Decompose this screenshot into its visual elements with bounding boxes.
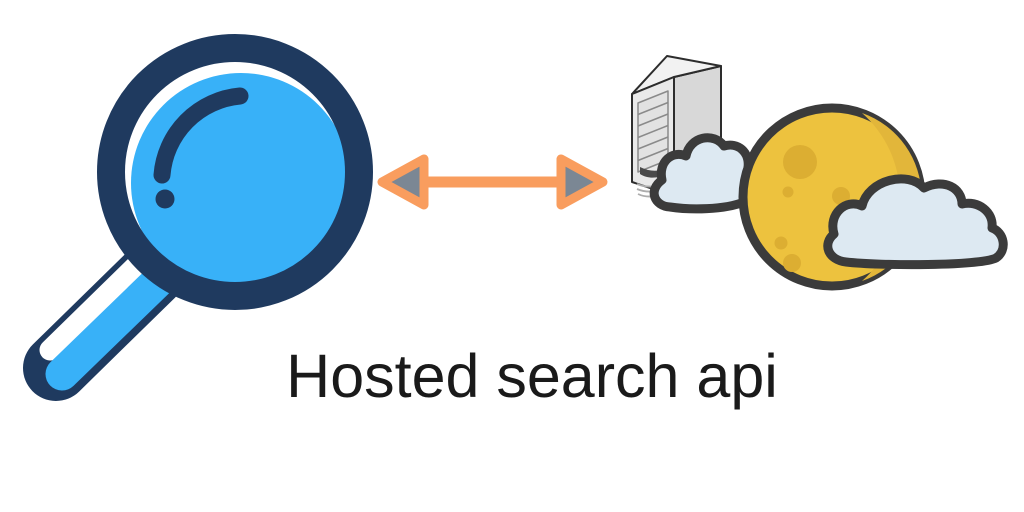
arrow-head-left [377,154,429,210]
magnifier-handle-core [45,264,175,391]
magnifier-reflection-arc [153,87,249,184]
magnifier-handle-highlight [39,251,151,361]
moon-craters [774,145,850,272]
server-vent-lines [637,101,669,162]
magnifier-ring [97,34,373,310]
caption-text: Hosted search api [286,342,778,410]
cloud-front-icon [823,174,1008,270]
magnifier-reflection-dot [155,189,175,209]
magnifier-icon [23,34,373,401]
bidirectional-arrow-icon [377,154,608,210]
arrow-head-right [556,154,608,210]
